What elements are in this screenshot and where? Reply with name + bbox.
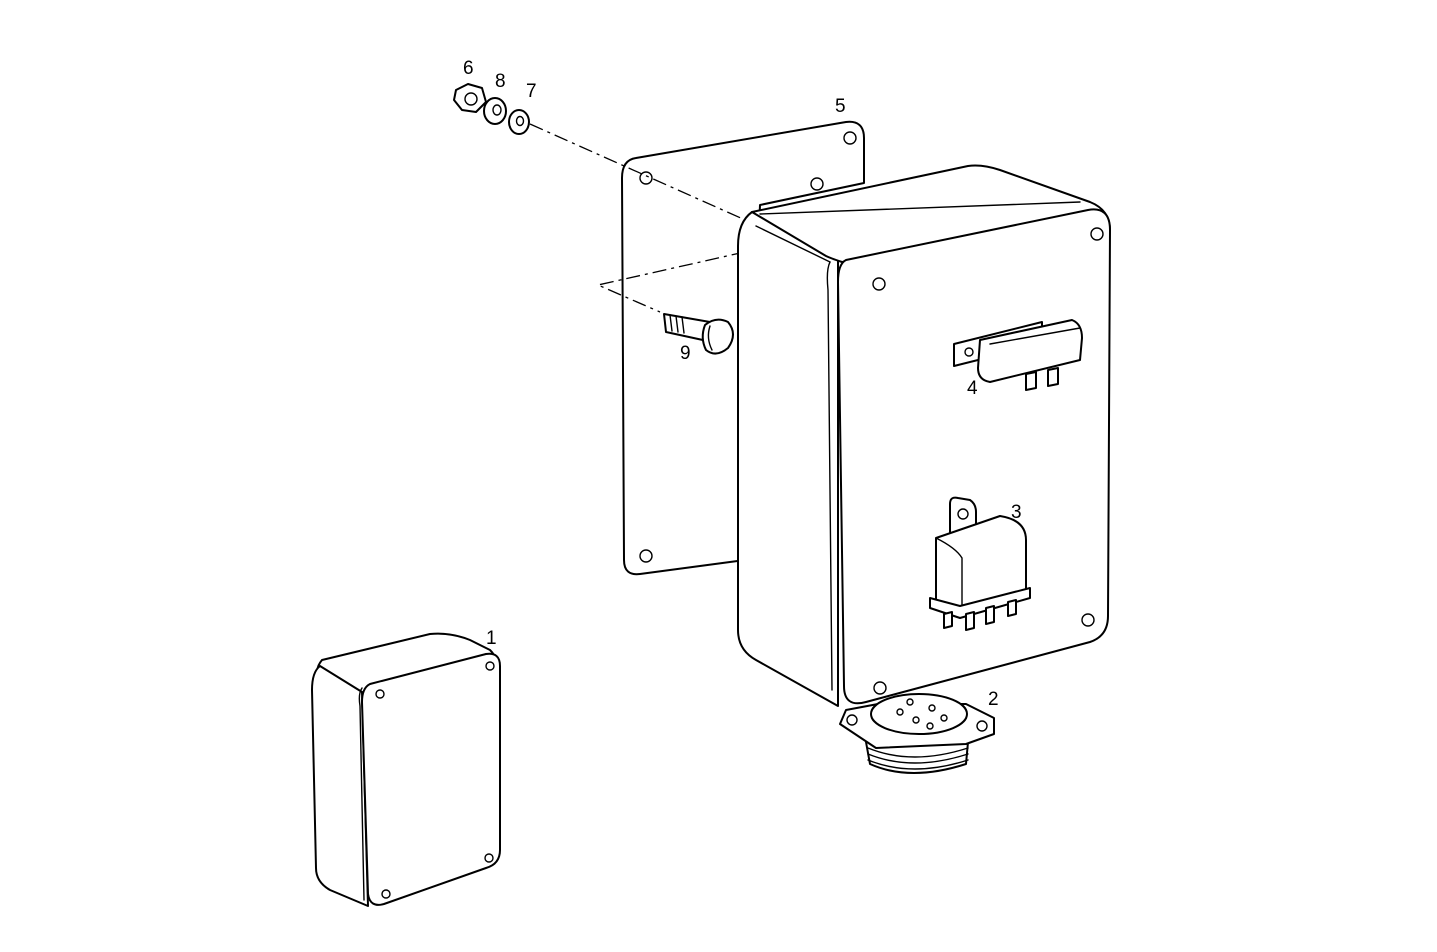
round-connector xyxy=(839,693,995,774)
main-enclosure xyxy=(737,164,1111,707)
small-enclosure xyxy=(311,632,501,907)
lock-washer xyxy=(483,97,507,125)
relay xyxy=(929,496,1031,631)
callout-2: 2 xyxy=(988,689,999,710)
callout-labels: 1 2 3 4 5 6 7 8 9 xyxy=(463,58,1022,710)
relay-connector xyxy=(953,319,1083,391)
callout-4: 4 xyxy=(967,378,978,399)
hex-nut xyxy=(453,83,487,113)
callout-5: 5 xyxy=(835,96,846,117)
flat-washer xyxy=(508,109,530,135)
callout-1: 1 xyxy=(486,628,497,649)
callout-6: 6 xyxy=(463,58,474,79)
bolt xyxy=(663,313,734,355)
callout-8: 8 xyxy=(495,71,506,92)
callout-7: 7 xyxy=(526,81,537,102)
callout-3: 3 xyxy=(1011,502,1022,523)
callout-9: 9 xyxy=(680,343,691,364)
